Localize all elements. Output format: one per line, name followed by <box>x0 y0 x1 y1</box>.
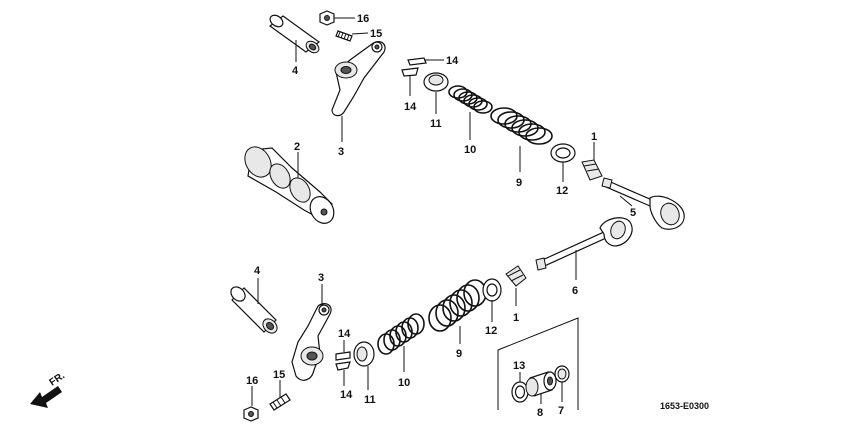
adjusting-screw-upper <box>335 30 353 42</box>
inset-bracket <box>497 317 579 410</box>
lock-nut-upper <box>319 10 335 26</box>
stem-seal-upper <box>581 159 603 181</box>
camshaft <box>244 146 335 224</box>
callout-9-top: 9 <box>516 177 522 189</box>
rocker-arm-lower <box>291 302 332 381</box>
callout-4-top: 4 <box>292 65 299 77</box>
valve-guide <box>525 371 557 397</box>
valve-cotter-lower-a <box>335 351 351 361</box>
diagram-code: 1653-E0300 <box>660 401 709 411</box>
callout-4-bottom: 4 <box>254 265 261 277</box>
callout-13: 13 <box>513 360 525 372</box>
spring-retainer-upper <box>423 72 449 92</box>
valve-upper <box>601 177 685 230</box>
callout-14-top-b: 14 <box>404 101 417 113</box>
inner-valve-spring-upper <box>448 85 493 114</box>
callout-16-top: 16 <box>357 13 369 25</box>
outer-valve-spring-upper <box>490 107 553 145</box>
callout-15-top: 15 <box>370 28 382 40</box>
adjusting-screw-lower <box>269 393 291 411</box>
callout-1-bottom: 1 <box>513 312 519 324</box>
callout-14-bottom-a: 14 <box>338 328 351 340</box>
lock-nut-lower <box>243 406 259 422</box>
inner-valve-spring-lower <box>377 313 425 355</box>
rocker-arm-shaft-upper <box>268 14 321 54</box>
spring-seat-upper <box>550 143 576 163</box>
callout-8: 8 <box>537 407 543 419</box>
valve-guide-clip <box>511 381 529 403</box>
direction-label: FR. <box>48 370 68 388</box>
callout-15-bottom: 15 <box>273 369 285 381</box>
outer-valve-spring-lower <box>428 279 487 332</box>
callout-3-bottom: 3 <box>318 272 324 284</box>
callout-6: 6 <box>572 285 578 297</box>
callout-14-bottom-b: 14 <box>340 389 353 401</box>
callout-7: 7 <box>558 405 564 417</box>
spring-seat-lower <box>482 278 502 302</box>
callout-12-bottom: 12 <box>485 325 497 337</box>
spring-retainer-lower <box>353 341 375 367</box>
callout-10-top: 10 <box>464 144 476 156</box>
valve-cotter-upper-a <box>407 57 427 66</box>
callout-10-bottom: 10 <box>398 377 410 389</box>
front-direction-arrow-icon <box>30 386 62 408</box>
valve-cotter-upper-b <box>401 67 419 77</box>
callout-11-top: 11 <box>430 118 442 130</box>
valve-lower <box>535 217 633 271</box>
callout-3-top: 3 <box>338 146 344 158</box>
callout-12-top: 12 <box>556 185 568 197</box>
callout-2: 2 <box>294 141 300 153</box>
callout-16-bottom: 16 <box>246 375 258 387</box>
valve-cotter-lower-b <box>335 361 351 371</box>
callout-11-bottom: 11 <box>364 394 376 406</box>
o-ring <box>554 365 570 383</box>
callout-1-top: 1 <box>591 131 597 143</box>
rocker-arm-upper <box>331 40 386 117</box>
callout-5: 5 <box>630 207 636 219</box>
rocker-arm-shaft-lower <box>230 286 278 334</box>
callout-14-top-a: 14 <box>446 55 459 67</box>
stem-seal-lower <box>505 265 527 287</box>
callout-9-bottom: 9 <box>456 348 462 360</box>
